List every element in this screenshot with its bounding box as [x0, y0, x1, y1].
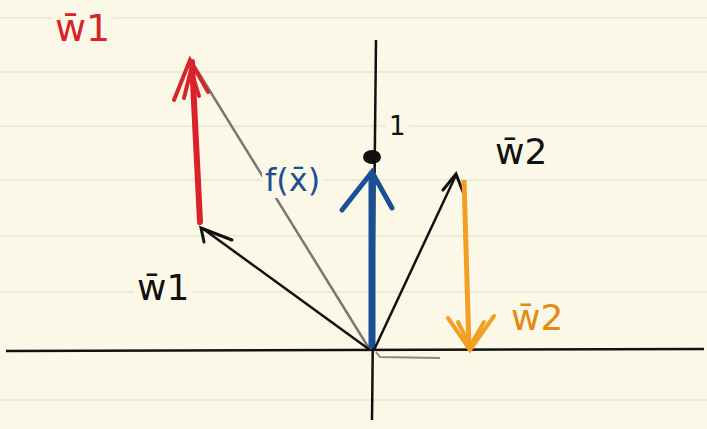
x-axis — [6, 349, 704, 351]
vector-label: w̄1 — [134, 268, 192, 308]
ruled-lines — [0, 18, 707, 400]
arrowhead — [443, 174, 463, 192]
arrowhead — [448, 316, 494, 350]
arrowhead — [201, 228, 232, 242]
tick-mark — [376, 352, 440, 358]
f-vector — [369, 172, 376, 348]
arrowhead — [174, 60, 208, 100]
unit-label: 1 — [386, 112, 409, 141]
vector-label: w̄2 — [508, 298, 566, 338]
arrowhead — [342, 172, 392, 210]
w1-vector — [202, 228, 370, 350]
w2-update-vector — [464, 180, 469, 348]
vector-label: w̄2 — [492, 132, 550, 172]
y-axis — [372, 40, 376, 420]
vector-label: w̄1 — [52, 8, 113, 50]
function-label: f(x̄) — [262, 163, 323, 198]
unit-dot — [363, 150, 381, 164]
w2-vector — [374, 175, 456, 350]
